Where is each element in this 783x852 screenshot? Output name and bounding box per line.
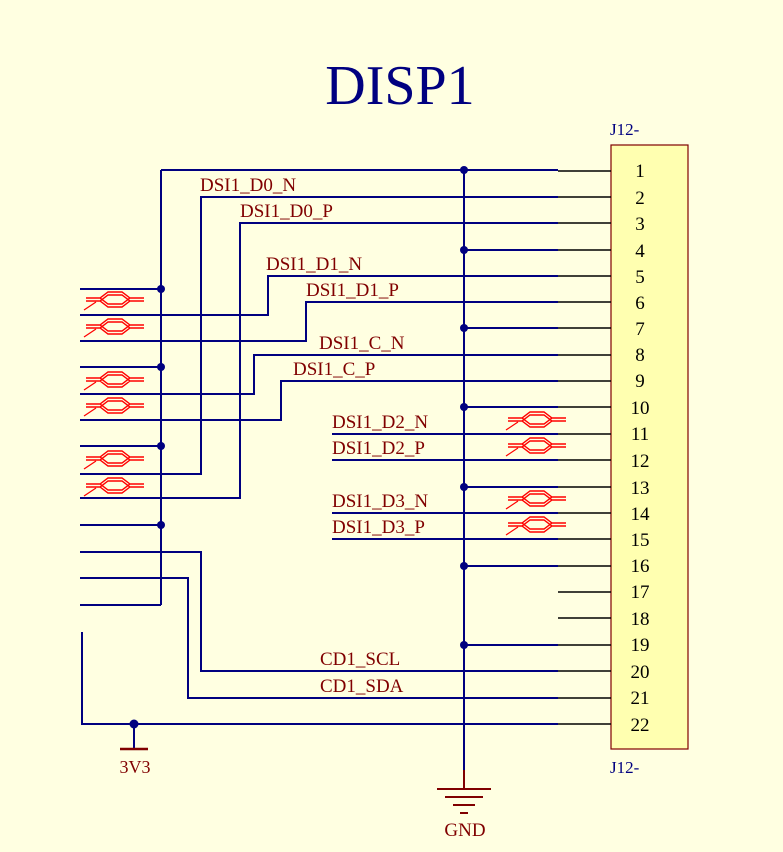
junction-dots — [129, 166, 468, 729]
pin-number: 20 — [631, 662, 650, 683]
power-label-gnd: GND — [444, 820, 485, 841]
net-wires — [80, 169, 558, 788]
net-labels: DSI1_D0_N DSI1_D0_P DSI1_D1_N DSI1_D1_P … — [200, 175, 428, 697]
pin-number: 5 — [635, 267, 645, 288]
pin-number: 16 — [631, 556, 650, 577]
pin-number: 4 — [635, 241, 645, 262]
pin-number: 8 — [635, 345, 645, 366]
pin-number: 10 — [631, 398, 650, 419]
net-label-dsi1-d1-p: DSI1_D1_P — [306, 280, 399, 301]
pin-stubs — [558, 170, 611, 725]
pin-number: 18 — [631, 609, 650, 630]
net-label-dsi1-d3-n: DSI1_D3_N — [332, 491, 428, 512]
net-label-dsi1-d0-n: DSI1_D0_N — [200, 175, 296, 196]
pin-number: 21 — [631, 688, 650, 709]
pin-number: 22 — [631, 715, 650, 736]
connector-body[interactable] — [610, 144, 689, 750]
ground-icon — [437, 770, 491, 814]
pin-number: 15 — [631, 530, 650, 551]
pin-number: 12 — [631, 451, 650, 472]
pin-number: 2 — [635, 188, 645, 209]
pin-number: 13 — [631, 478, 650, 499]
power-port-3v3[interactable]: 3V3 — [120, 747, 151, 777]
net-label-dsi1-d0-p: DSI1_D0_P — [240, 201, 333, 222]
net-label-dsi1-d2-p: DSI1_D2_P — [332, 438, 425, 459]
ground-port[interactable]: GND — [437, 770, 491, 841]
pin-number: 7 — [635, 319, 645, 340]
pin-number: 6 — [635, 293, 645, 314]
pin-number: 19 — [631, 635, 650, 656]
net-label-dsi1-c-p: DSI1_C_P — [293, 359, 375, 380]
pin-number: 14 — [631, 504, 651, 525]
net-label-cd1-scl: CD1_SCL — [320, 649, 400, 670]
pin-number: 11 — [631, 424, 649, 445]
net-label-dsi1-d2-n: DSI1_D2_N — [332, 412, 428, 433]
net-label-dsi1-d1-n: DSI1_D1_N — [266, 254, 362, 275]
pin-number: 9 — [635, 371, 645, 392]
sheet-title: DISP1 — [325, 55, 474, 117]
pin-number-list: 1 2 3 4 5 6 7 8 9 10 11 12 13 14 15 16 1… — [631, 161, 651, 736]
net-label-dsi1-c-n: DSI1_C_N — [319, 333, 405, 354]
net-label-dsi1-d3-p: DSI1_D3_P — [332, 517, 425, 538]
power-label-3v3: 3V3 — [120, 757, 151, 777]
net-label-cd1-sda: CD1_SDA — [320, 676, 404, 697]
connector-ref-bottom: J12- — [610, 758, 640, 777]
pin-number: 1 — [635, 161, 645, 182]
connector-ref-top: J12- — [610, 120, 640, 139]
pin-number: 3 — [635, 214, 645, 235]
pin-number: 17 — [631, 582, 650, 603]
